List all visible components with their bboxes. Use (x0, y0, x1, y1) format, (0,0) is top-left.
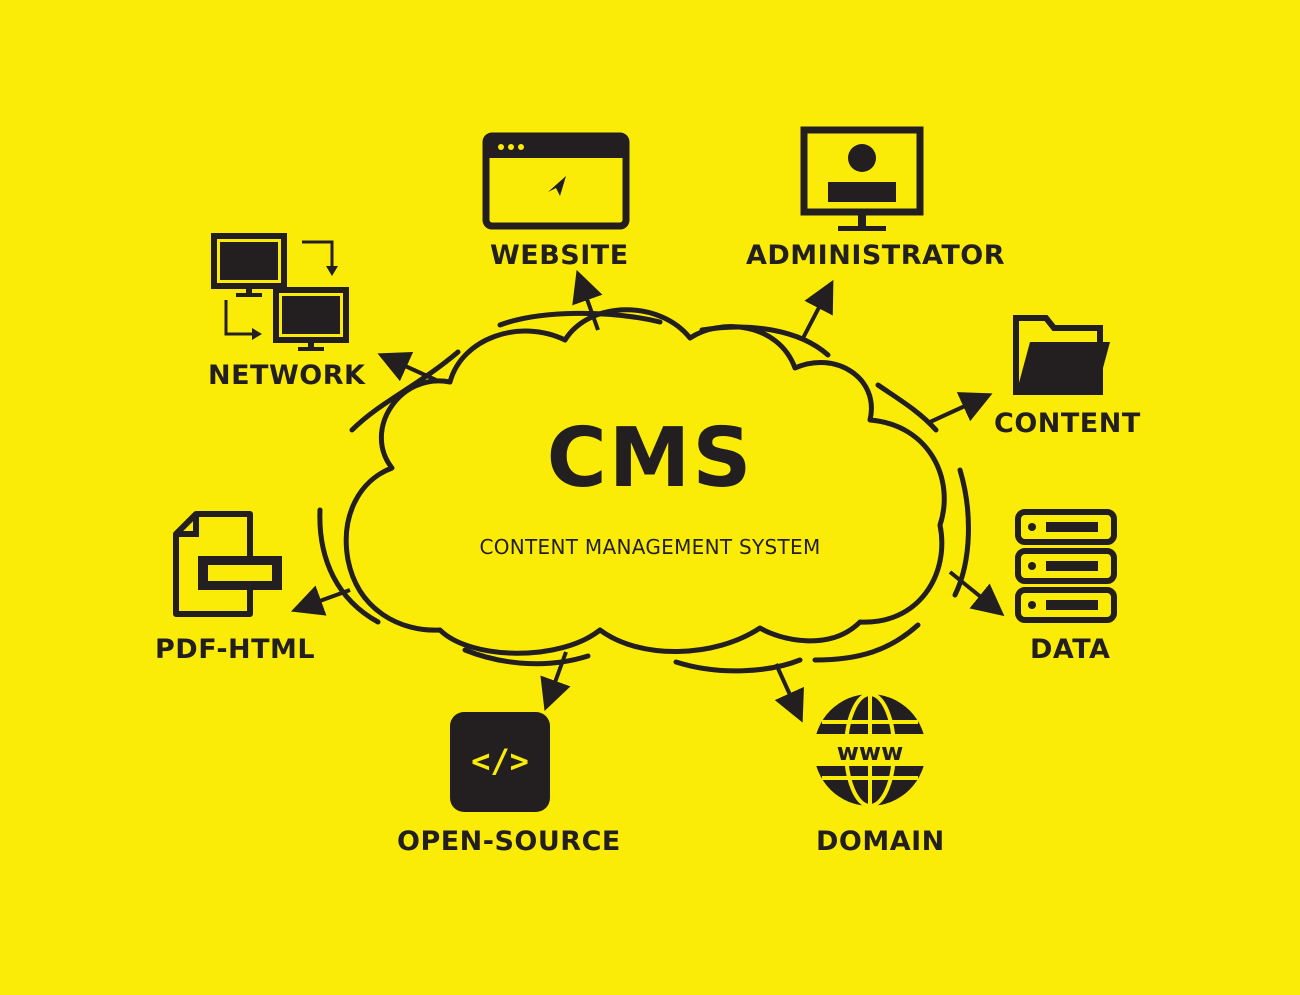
central-cloud-shape (343, 307, 947, 656)
arrow-to-open-source (540, 651, 571, 712)
monitor-user-icon (800, 126, 924, 231)
label-network: NETWORK (208, 360, 366, 391)
label-data: DATA (1030, 634, 1111, 665)
globe-www-text: www (837, 738, 904, 766)
code-tag-symbol: </> (471, 742, 529, 780)
browser-window-icon (482, 132, 630, 230)
arrow-to-pdf-html (290, 585, 351, 616)
connector-arrows (290, 269, 1005, 723)
arrow-to-website (572, 269, 603, 331)
network-computers-icon (211, 233, 349, 351)
arrow-to-domain (774, 663, 804, 723)
folder-icon (1013, 315, 1110, 395)
code-tag-icon: </> (450, 712, 550, 812)
globe-www-icon: www (810, 692, 930, 808)
label-domain: DOMAIN (816, 826, 945, 857)
diagram-subtitle: CONTENT MANAGEMENT SYSTEM (479, 535, 821, 559)
server-stack-icon (1015, 509, 1117, 623)
diagram-title: CMS (546, 411, 754, 506)
label-administrator: ADMINISTRATOR (746, 240, 1005, 271)
arrow-to-content (929, 392, 993, 424)
document-convert-icon (173, 511, 282, 617)
arrow-to-data (948, 570, 1005, 617)
label-pdf-html: PDF-HTML (155, 634, 316, 665)
arrow-to-network (377, 352, 437, 382)
label-website: WEBSITE (490, 240, 629, 271)
cloud-outline-arcs (317, 310, 971, 674)
label-content: CONTENT (994, 408, 1141, 439)
arrow-to-administrator (800, 279, 834, 341)
label-open-source: OPEN-SOURCE (397, 826, 621, 857)
